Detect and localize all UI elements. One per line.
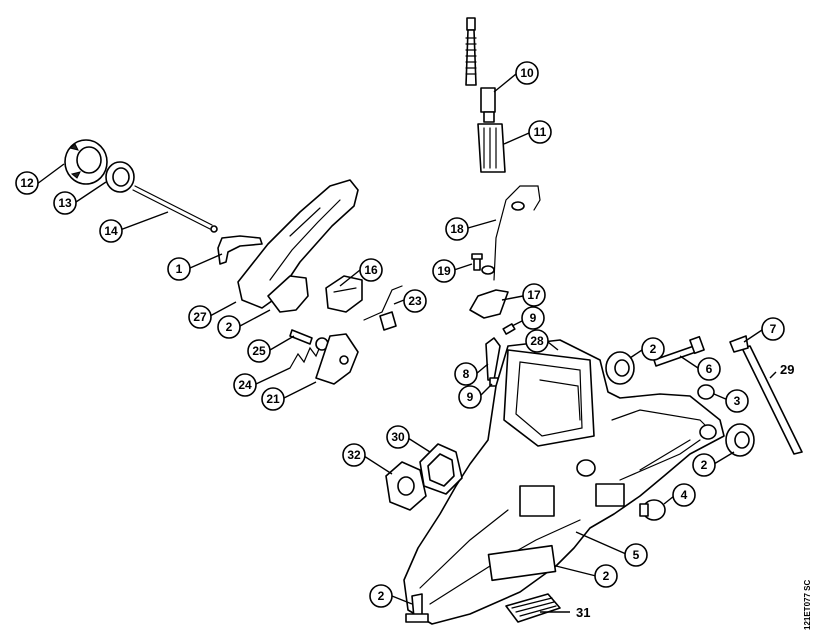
callout-24-label: 24: [238, 378, 252, 392]
callout-24: 24: [233, 373, 257, 397]
callout-17: 17: [522, 283, 546, 307]
washer-part: [105, 161, 135, 193]
callout-30-label: 30: [391, 430, 405, 444]
callout-29-label: 29: [780, 362, 794, 377]
callout-32: 32: [342, 443, 366, 467]
callout-2-bottom-screw-label: 2: [378, 589, 385, 603]
callout-7: 7: [761, 317, 785, 341]
callout-9-lower-label: 9: [467, 390, 474, 404]
spacer-right-part: [725, 423, 755, 457]
callout-9-lower: 9: [458, 385, 482, 409]
callout-27: 27: [188, 305, 212, 329]
callout-8-label: 8: [463, 367, 470, 381]
callout-25: 25: [247, 339, 271, 363]
callout-21: 21: [261, 387, 285, 411]
callout-3-label: 3: [734, 394, 741, 408]
callout-23: 23: [403, 289, 427, 313]
callout-2-right: 2: [692, 453, 716, 477]
callout-28-label: 28: [530, 334, 544, 348]
callout-3: 3: [725, 389, 749, 413]
callout-21-label: 21: [266, 392, 280, 406]
clip-upper-part: [502, 323, 516, 335]
callout-2-spacer-label: 2: [650, 342, 657, 356]
callout-12: 12: [15, 171, 39, 195]
callout-13: 13: [53, 191, 77, 215]
callout-16: 16: [359, 258, 383, 282]
callout-2-bottom-screw: 2: [369, 584, 393, 608]
callout-25-label: 25: [252, 344, 266, 358]
callout-7-label: 7: [770, 322, 777, 336]
callout-11: 11: [528, 120, 552, 144]
interlock-lever-part: [267, 275, 309, 313]
callout-6-label: 6: [706, 362, 713, 376]
callout-31: 31: [576, 605, 590, 620]
anti-slip-plate-part: [505, 593, 561, 623]
callout-6: 6: [697, 357, 721, 381]
rod-part: [132, 185, 218, 233]
impulse-hose-part: [485, 337, 501, 381]
plug-part: [639, 499, 666, 521]
lockout-lever-part: [315, 333, 359, 385]
callout-2-plate: 2: [594, 564, 618, 588]
callout-18-label: 18: [450, 222, 464, 236]
callout-17-label: 17: [527, 288, 541, 302]
callout-8: 8: [454, 362, 478, 386]
callout-2-lever: 2: [217, 315, 241, 339]
callout-14: 14: [99, 219, 123, 243]
callout-2-right-label: 2: [701, 458, 708, 472]
callout-13-label: 13: [58, 196, 72, 210]
bottom-screw-part: [405, 593, 429, 623]
callout-23-label: 23: [408, 294, 422, 308]
callout-5-label: 5: [633, 548, 640, 562]
callout-2-lever-label: 2: [226, 320, 233, 334]
spring-part: [289, 337, 329, 369]
control-lever-part: [325, 275, 363, 313]
callout-28: 28: [525, 329, 549, 353]
callout-14-label: 14: [104, 224, 118, 238]
nut-part: [697, 384, 715, 400]
callout-1: 1: [167, 257, 191, 281]
callout-9-upper-label: 9: [530, 311, 537, 325]
callout-27-label: 27: [193, 310, 207, 324]
callout-32-label: 32: [347, 448, 361, 462]
callout-2-spacer: 2: [641, 337, 665, 361]
throttle-rod-part: [363, 285, 403, 331]
bracket-part: [469, 289, 509, 319]
callout-19-label: 19: [437, 264, 451, 278]
callout-31-label: 31: [576, 605, 590, 620]
callout-30: 30: [386, 425, 410, 449]
bolt-part: [653, 335, 705, 367]
callout-4: 4: [672, 483, 696, 507]
sprocket-nut-part: [64, 139, 108, 185]
reference-code: 121ET077 SC: [803, 580, 812, 630]
stop-rod-part: [729, 335, 803, 455]
callout-18: 18: [445, 217, 469, 241]
ground-wire-part: [481, 185, 541, 281]
callout-4-label: 4: [681, 488, 688, 502]
fuel-hose-part: [465, 17, 496, 113]
callout-9-upper: 9: [521, 306, 545, 330]
gasket-30-part: [419, 443, 463, 495]
callout-10: 10: [515, 61, 539, 85]
callout-19: 19: [432, 259, 456, 283]
screw-part: [471, 253, 483, 271]
spacer-upper-part: [605, 351, 635, 385]
callout-5: 5: [624, 543, 648, 567]
crankcase-housing-part: [403, 339, 725, 625]
callout-16-label: 16: [364, 263, 378, 277]
callout-2-plate-label: 2: [603, 569, 610, 583]
leader-lines: [36, 73, 777, 613]
callout-29: 29: [780, 362, 794, 377]
fuel-filter-part: [477, 111, 506, 173]
callout-10-label: 10: [520, 66, 534, 80]
callout-12-label: 12: [20, 176, 34, 190]
pin-part: [289, 329, 313, 345]
callout-1-label: 1: [176, 262, 183, 276]
gasket-32-part: [385, 461, 427, 511]
callout-11-label: 11: [534, 125, 547, 139]
